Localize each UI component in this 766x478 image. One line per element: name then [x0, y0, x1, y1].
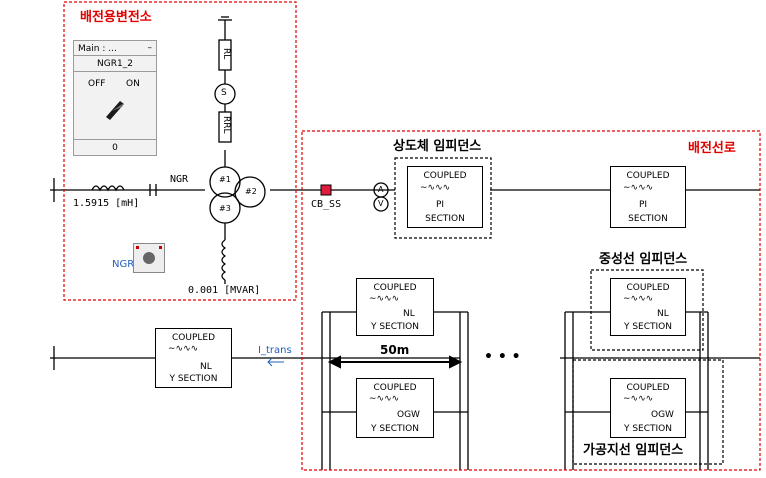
- conductor-impedance-region: [394, 157, 492, 239]
- block-title: COUPLED: [171, 333, 215, 343]
- ngr-switch-label: NGR: [112, 259, 135, 270]
- coupled-pi-section-2[interactable]: COUPLED ∼∿∿∿ PI SECTION: [610, 166, 686, 228]
- block-nl: NL: [657, 309, 669, 319]
- current-meter-label: A: [378, 185, 384, 194]
- panel-header: Main : ...: [78, 44, 117, 54]
- ngr-label: NGR: [170, 174, 189, 185]
- voltage-meter-label: V: [378, 199, 384, 208]
- neutral-impedance-region: [590, 269, 704, 351]
- block-y-section: Y SECTION: [169, 374, 218, 384]
- off-label: OFF: [88, 79, 106, 89]
- winding3-label: #3: [219, 204, 231, 213]
- coupled-y-section-ogw-2[interactable]: COUPLED ∼∿∿∿ OGW Y SECTION: [610, 378, 686, 438]
- block-pi: PI: [436, 200, 445, 210]
- line-label: 배전선로: [688, 141, 736, 156]
- block-y-section: Y SECTION: [623, 322, 672, 332]
- winding2-label: #2: [245, 187, 257, 196]
- block-title: COUPLED: [373, 383, 417, 393]
- block-title: COUPLED: [423, 171, 467, 181]
- coupled-pi-section-1[interactable]: COUPLED ∼∿∿∿ PI SECTION: [407, 166, 483, 228]
- coupled-y-section-transformer[interactable]: COUPLED ∼∿∿∿ NL Y SECTION: [155, 328, 232, 388]
- coupled-y-section-nl-2[interactable]: COUPLED ∼∿∿∿ NL Y SECTION: [610, 278, 686, 336]
- block-section: SECTION: [628, 214, 668, 224]
- minimize-button[interactable]: –: [147, 43, 153, 53]
- panel-name: NGR1_2: [97, 59, 133, 69]
- winding1-label: #1: [219, 175, 231, 184]
- breaker-cb-ss: [320, 184, 332, 196]
- block-nl: NL: [403, 309, 415, 319]
- block-nl: NL: [200, 362, 212, 372]
- overhead-ground-impedance-region: [572, 359, 724, 465]
- block-y-section: Y SECTION: [370, 322, 419, 332]
- panel-value: 0: [112, 143, 118, 153]
- coupled-y-section-nl-1[interactable]: COUPLED ∼∿∿∿ NL Y SECTION: [356, 278, 434, 336]
- breaker-label: CB_SS: [311, 199, 342, 210]
- substation-label: 배전용변전소: [80, 10, 152, 25]
- block-title: COUPLED: [626, 171, 670, 181]
- block-title: COUPLED: [373, 283, 417, 293]
- ellipsis: • • •: [484, 349, 521, 365]
- span-length-label: 50m: [380, 343, 410, 357]
- distribution-line-region: [301, 130, 761, 471]
- block-ogw: OGW: [397, 410, 420, 420]
- breaker-control-panel[interactable]: Main : ... – NGR1_2 OFF ON 0: [73, 40, 157, 156]
- block-pi: PI: [639, 200, 648, 210]
- substation-region: [63, 1, 297, 301]
- source-label: S: [221, 88, 227, 98]
- block-ogw: OGW: [651, 410, 674, 420]
- rl-label: RL: [221, 48, 231, 60]
- block-title: COUPLED: [626, 283, 670, 293]
- conductor-impedance-label: 상도체 임피던스: [393, 139, 482, 154]
- overhead-ground-impedance-label: 가공지선 임피던스: [583, 443, 684, 458]
- coupled-y-section-ogw-1[interactable]: COUPLED ∼∿∿∿ OGW Y SECTION: [356, 378, 434, 438]
- block-title: COUPLED: [626, 383, 670, 393]
- rotary-switch-icon[interactable]: [98, 91, 134, 127]
- rrl-label: RRL: [221, 116, 231, 134]
- capacitor-value: 0.001 [MVAR]: [188, 285, 261, 296]
- block-y-section: Y SECTION: [370, 424, 419, 434]
- neutral-impedance-label: 중성선 임피던스: [599, 252, 688, 267]
- block-y-section: Y SECTION: [623, 424, 672, 434]
- on-label: ON: [126, 79, 140, 89]
- block-section: SECTION: [425, 214, 465, 224]
- inductance-value: 1.5915 [mH]: [73, 198, 140, 209]
- ngr-switch-icon[interactable]: [133, 243, 165, 273]
- current-probe-label: I_trans: [258, 345, 292, 356]
